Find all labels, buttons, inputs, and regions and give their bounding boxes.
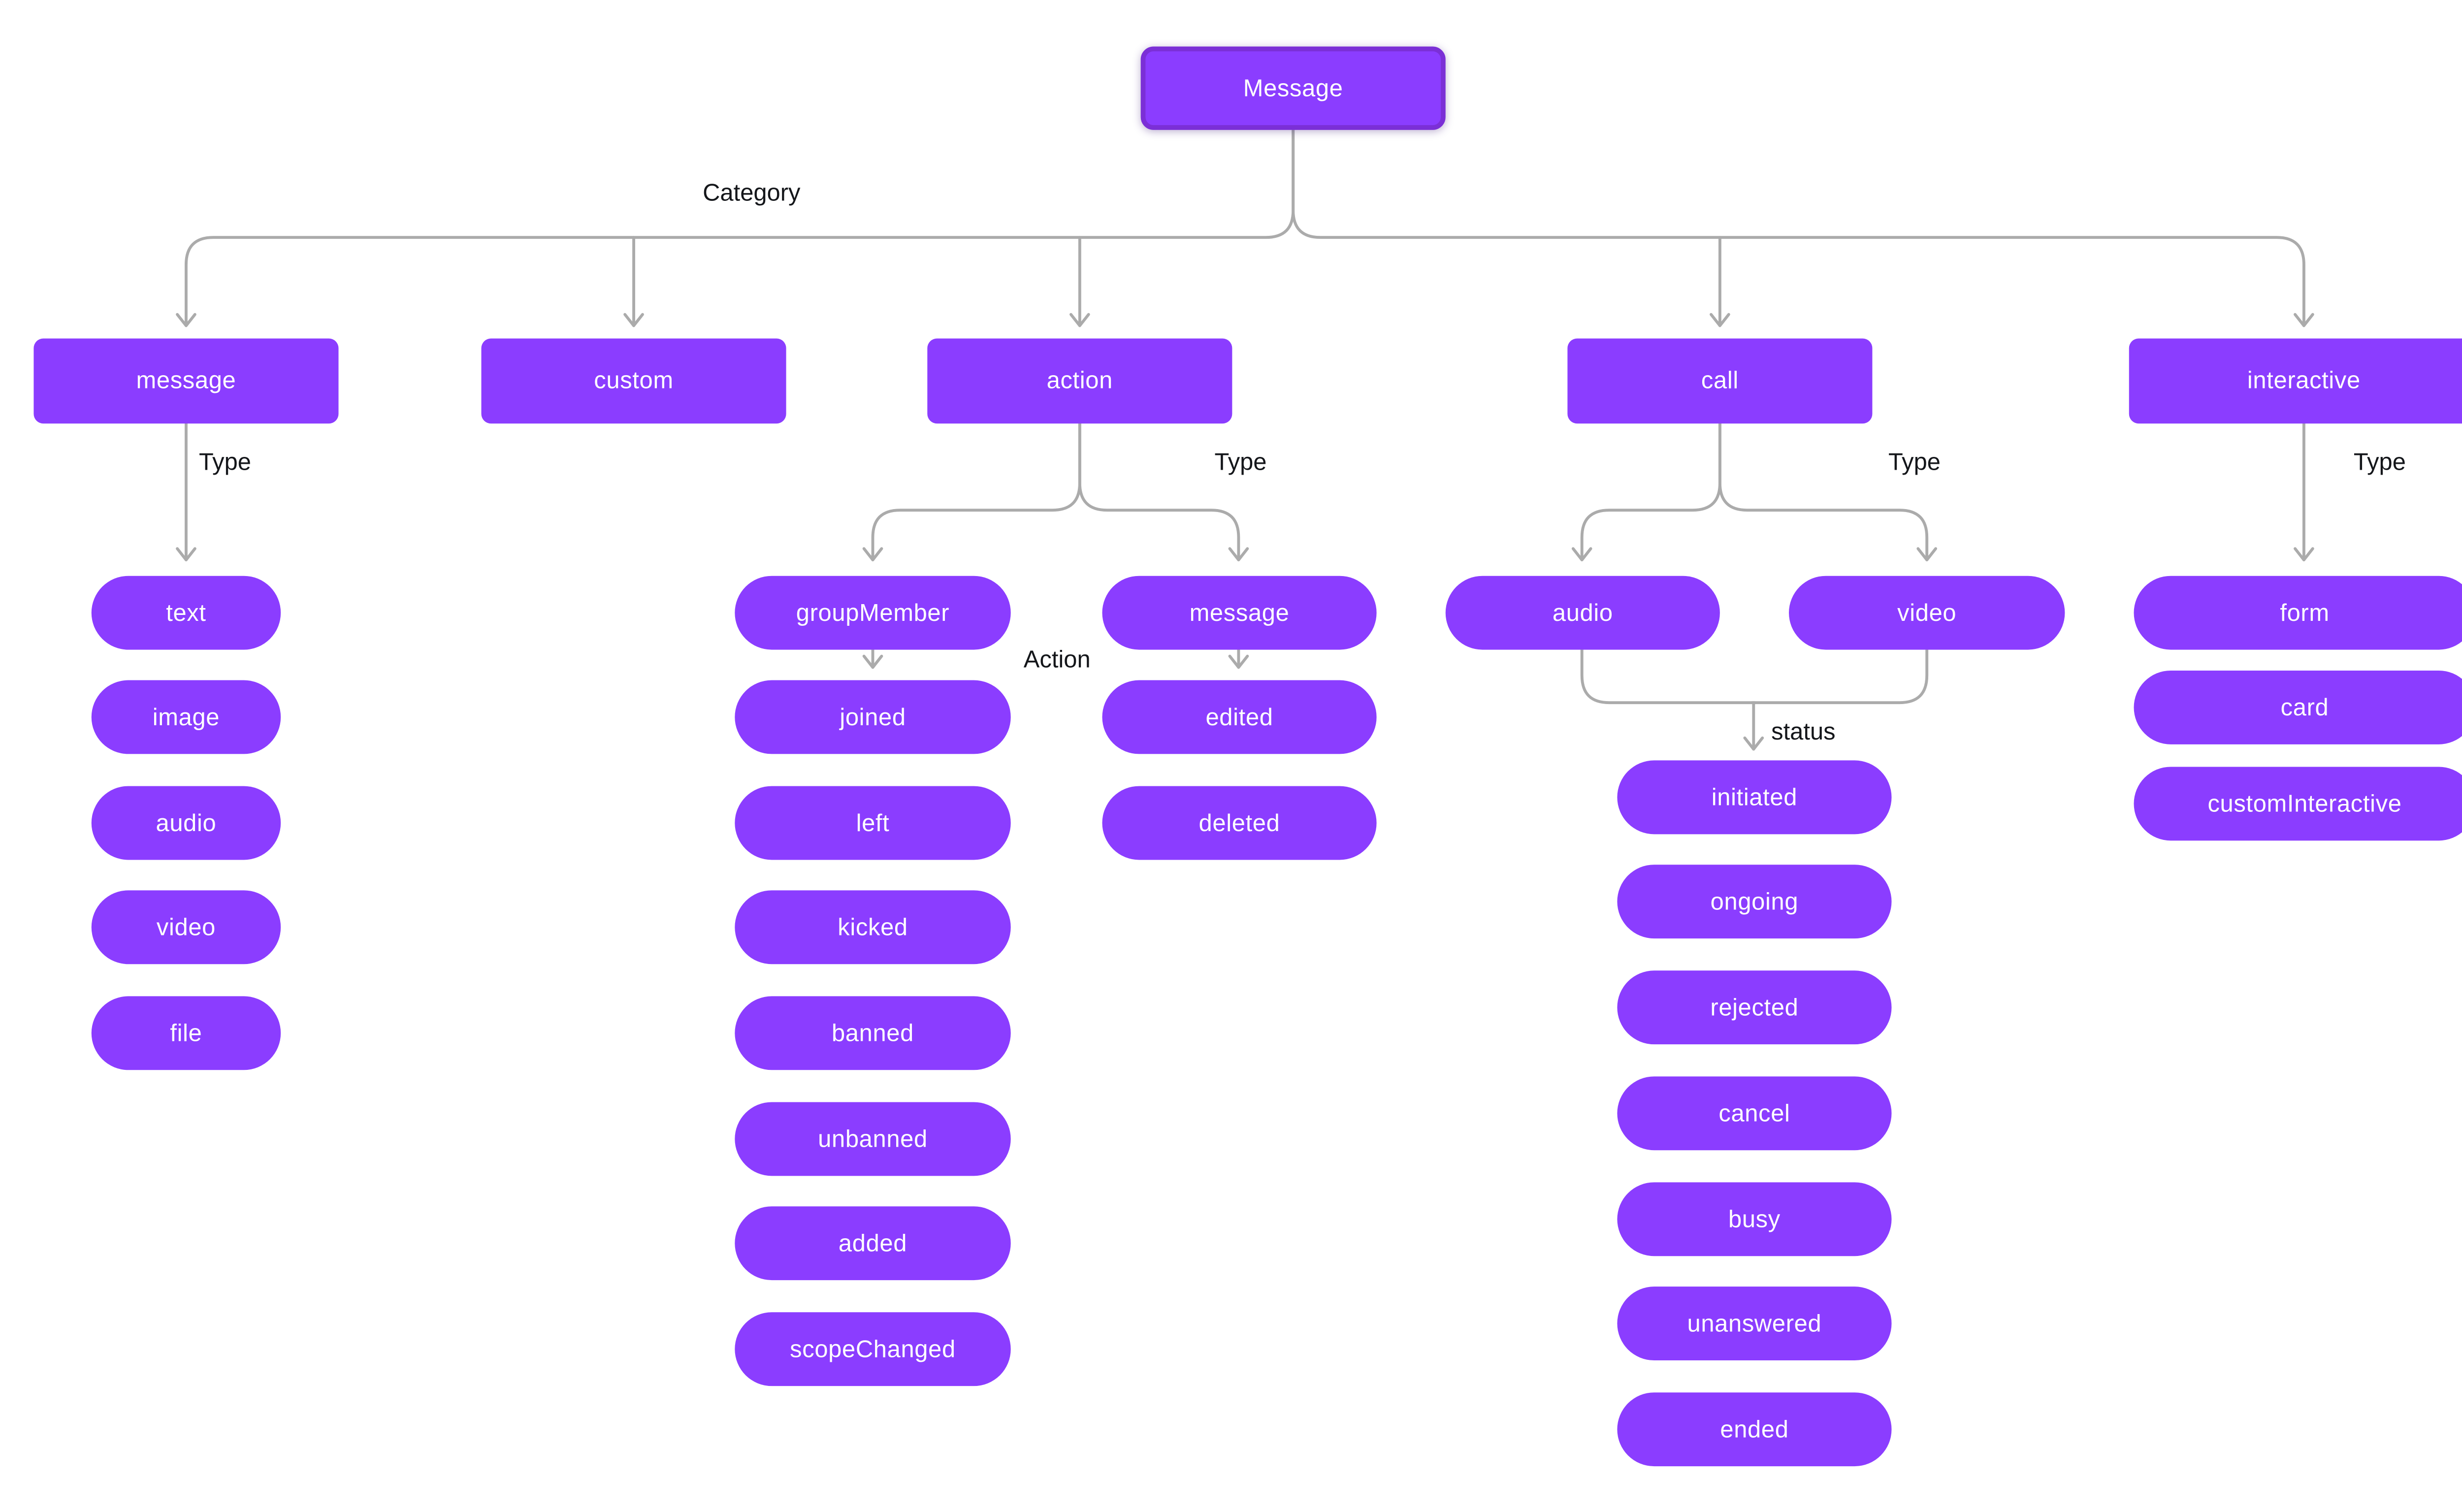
node-callstatus-ended: ended (1617, 1392, 1892, 1467)
edge-label-type-call: Type (1888, 449, 1941, 477)
edge-label-type-action: Type (1214, 449, 1267, 477)
node-actiontype-groupmember: groupMember (735, 576, 1011, 650)
node-calltype-video: video (1789, 576, 2065, 650)
node-callstatus-busy: busy (1617, 1182, 1892, 1256)
node-gm-action-left: left (735, 786, 1011, 860)
node-gm-action-scopechanged: scopeChanged (735, 1312, 1011, 1386)
node-messagetype-video: video (91, 890, 281, 965)
node-interactivetype-form: form (2134, 576, 2462, 650)
edge-label-action: Action (1023, 646, 1091, 674)
node-category-custom: custom (481, 338, 786, 424)
node-category-message: message (33, 338, 339, 424)
node-root-message: Message (1140, 46, 1446, 130)
node-messagetype-image: image (91, 680, 281, 754)
edge-label-type-message: Type (199, 449, 252, 477)
node-category-call: call (1567, 338, 1873, 424)
node-gm-action-joined: joined (735, 680, 1011, 754)
node-calltype-audio: audio (1445, 576, 1720, 650)
node-gm-action-added: added (735, 1206, 1011, 1281)
node-callstatus-rejected: rejected (1617, 970, 1892, 1045)
node-gm-action-unbanned: unbanned (735, 1102, 1011, 1176)
node-interactivetype-card: card (2134, 670, 2462, 744)
node-gm-action-kicked: kicked (735, 890, 1011, 965)
edge-root-to-interactive (1292, 128, 2314, 327)
edge-call-to-audio (1571, 422, 1721, 562)
edge-label-type-interactive: Type (2353, 449, 2406, 477)
edge-label-status: status (1771, 718, 1836, 746)
edge-action-to-groupmember (862, 422, 1081, 562)
node-interactivetype-custominteractive: customInteractive (2134, 767, 2462, 841)
node-am-state-deleted: deleted (1102, 786, 1377, 860)
edge-video-to-merge (1750, 648, 1929, 705)
node-category-action: action (927, 338, 1232, 424)
node-messagetype-audio: audio (91, 786, 281, 860)
node-callstatus-cancel: cancel (1617, 1076, 1892, 1151)
edge-call-to-video (1718, 422, 1938, 562)
node-gm-action-banned: banned (735, 996, 1011, 1070)
edge-label-category: Category (703, 179, 801, 207)
node-callstatus-initiated: initiated (1617, 760, 1892, 835)
edge-root-to-message (176, 128, 1295, 327)
edge-action-to-message (1078, 422, 1249, 562)
node-messagetype-text: text (91, 576, 281, 650)
node-messagetype-file: file (91, 996, 281, 1070)
node-category-interactive: interactive (2129, 338, 2462, 424)
node-actiontype-message: message (1102, 576, 1377, 650)
edge-audio-to-merge (1580, 648, 1757, 705)
node-am-state-edited: edited (1102, 680, 1377, 754)
node-callstatus-ongoing: ongoing (1617, 865, 1892, 939)
node-callstatus-unanswered: unanswered (1617, 1287, 1892, 1361)
